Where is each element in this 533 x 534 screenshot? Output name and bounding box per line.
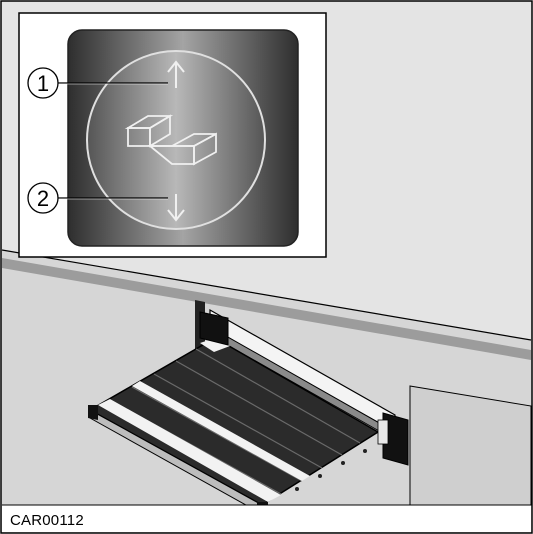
callout-1-number: 1 xyxy=(37,71,49,96)
callout-2-number: 2 xyxy=(37,186,49,211)
arrow-down-icon xyxy=(167,194,185,222)
arrow-up-icon xyxy=(167,60,185,88)
figure-code: CAR00112 xyxy=(10,512,84,529)
callout-1: 1 xyxy=(27,67,168,99)
steps-icon xyxy=(124,114,217,166)
control-panel-inset: 1 2 xyxy=(18,12,327,258)
button-face xyxy=(86,50,266,230)
step-unit-icon xyxy=(88,308,409,516)
callout-2: 2 xyxy=(27,182,168,214)
caption-strip xyxy=(2,505,531,532)
